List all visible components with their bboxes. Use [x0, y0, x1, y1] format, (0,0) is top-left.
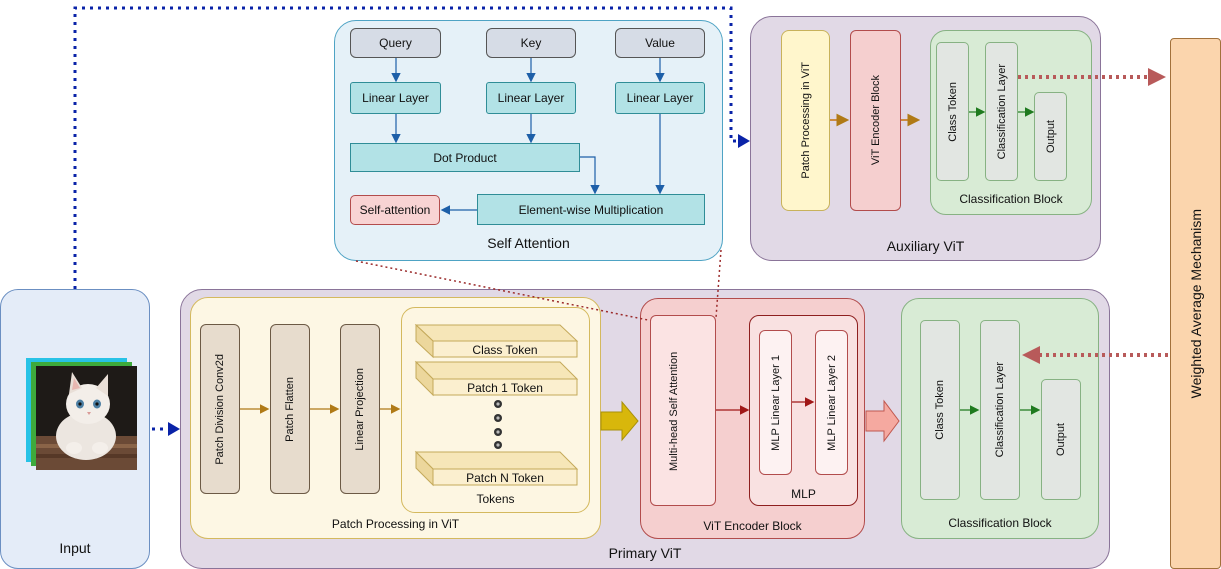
mlp2-label: MLP Linear Layer 2 [825, 354, 838, 451]
aux-output-label: Output [1044, 119, 1057, 154]
patch1-token-label: Patch 1 Token [467, 381, 543, 395]
linear-layer-value: Linear Layer [615, 82, 705, 114]
element-wise-box: Element-wise Multiplication [477, 194, 705, 225]
linear-layer-query: Linear Layer [350, 82, 441, 114]
mlp1-label: MLP Linear Layer 1 [769, 354, 782, 451]
aux-classification-layer-box: Classification Layer [985, 42, 1018, 181]
aux-class-token-label: Class Token [946, 81, 959, 142]
weighted-average-box: Weighted Average Mechanism [1170, 38, 1221, 569]
classification-layer-label: Classification Layer [994, 362, 1006, 458]
aux-patch-processing-label: Patch Processing in ViT [799, 62, 812, 179]
mlp2-box: MLP Linear Layer 2 [815, 330, 848, 475]
encoder-title: ViT Encoder Block [703, 519, 802, 533]
value-box: Value [615, 28, 705, 58]
linear-projection-label: Linear Projection [354, 367, 366, 451]
mhsa-label: Multi-head Self Attention [668, 350, 680, 471]
class-token-box: Class Token [920, 320, 960, 500]
patch-processing-title: Patch Processing in ViT [331, 517, 460, 531]
input-title: Input [59, 540, 91, 556]
aux-classification-layer-label: Classification Layer [995, 63, 1008, 160]
patch-conv-box: Patch Division Conv2d [200, 324, 240, 494]
aux-class-token-box: Class Token [936, 42, 969, 181]
dot-product-box: Dot Product [350, 143, 580, 172]
mlp1-box: MLP Linear Layer 1 [759, 330, 792, 475]
tokens-title: Tokens [476, 492, 515, 506]
classification-layer-box: Classification Layer [980, 320, 1020, 500]
aux-output-box: Output [1034, 92, 1067, 181]
primary-vit-title: Primary ViT [608, 545, 682, 561]
aux-classification-title: Classification Block [959, 192, 1063, 206]
self-attention-title: Self Attention [487, 235, 570, 251]
aux-encoder-label: ViT Encoder Block [869, 75, 882, 166]
weighted-average-label: Weighted Average Mechanism [1187, 208, 1204, 399]
class-token-vlabel: Class Token [934, 380, 946, 440]
key-box: Key [486, 28, 576, 58]
aux-patch-processing-box: Patch Processing in ViT [781, 30, 830, 211]
linear-projection-box: Linear Projection [340, 324, 380, 494]
output-label: Output [1055, 422, 1067, 457]
patchN-token-label: Patch N Token [466, 471, 544, 485]
query-box: Query [350, 28, 441, 58]
patch-flatten-box: Patch Flatten [270, 324, 310, 494]
patch-conv-label: Patch Division Conv2d [214, 353, 226, 465]
output-box: Output [1041, 379, 1081, 500]
input-image-cat [36, 366, 137, 470]
mlp-title: MLP [791, 487, 816, 501]
mhsa-box: Multi-head Self Attention [650, 315, 716, 506]
auxiliary-vit-title: Auxiliary ViT [886, 238, 965, 254]
class-token-label: Class Token [472, 343, 538, 357]
classification-title: Classification Block [948, 516, 1052, 530]
cat-photo-icon [36, 372, 137, 470]
patch-flatten-label: Patch Flatten [284, 376, 296, 442]
linear-layer-key: Linear Layer [486, 82, 576, 114]
aux-encoder-box: ViT Encoder Block [850, 30, 901, 211]
self-attention-output-box: Self-attention [350, 195, 440, 225]
